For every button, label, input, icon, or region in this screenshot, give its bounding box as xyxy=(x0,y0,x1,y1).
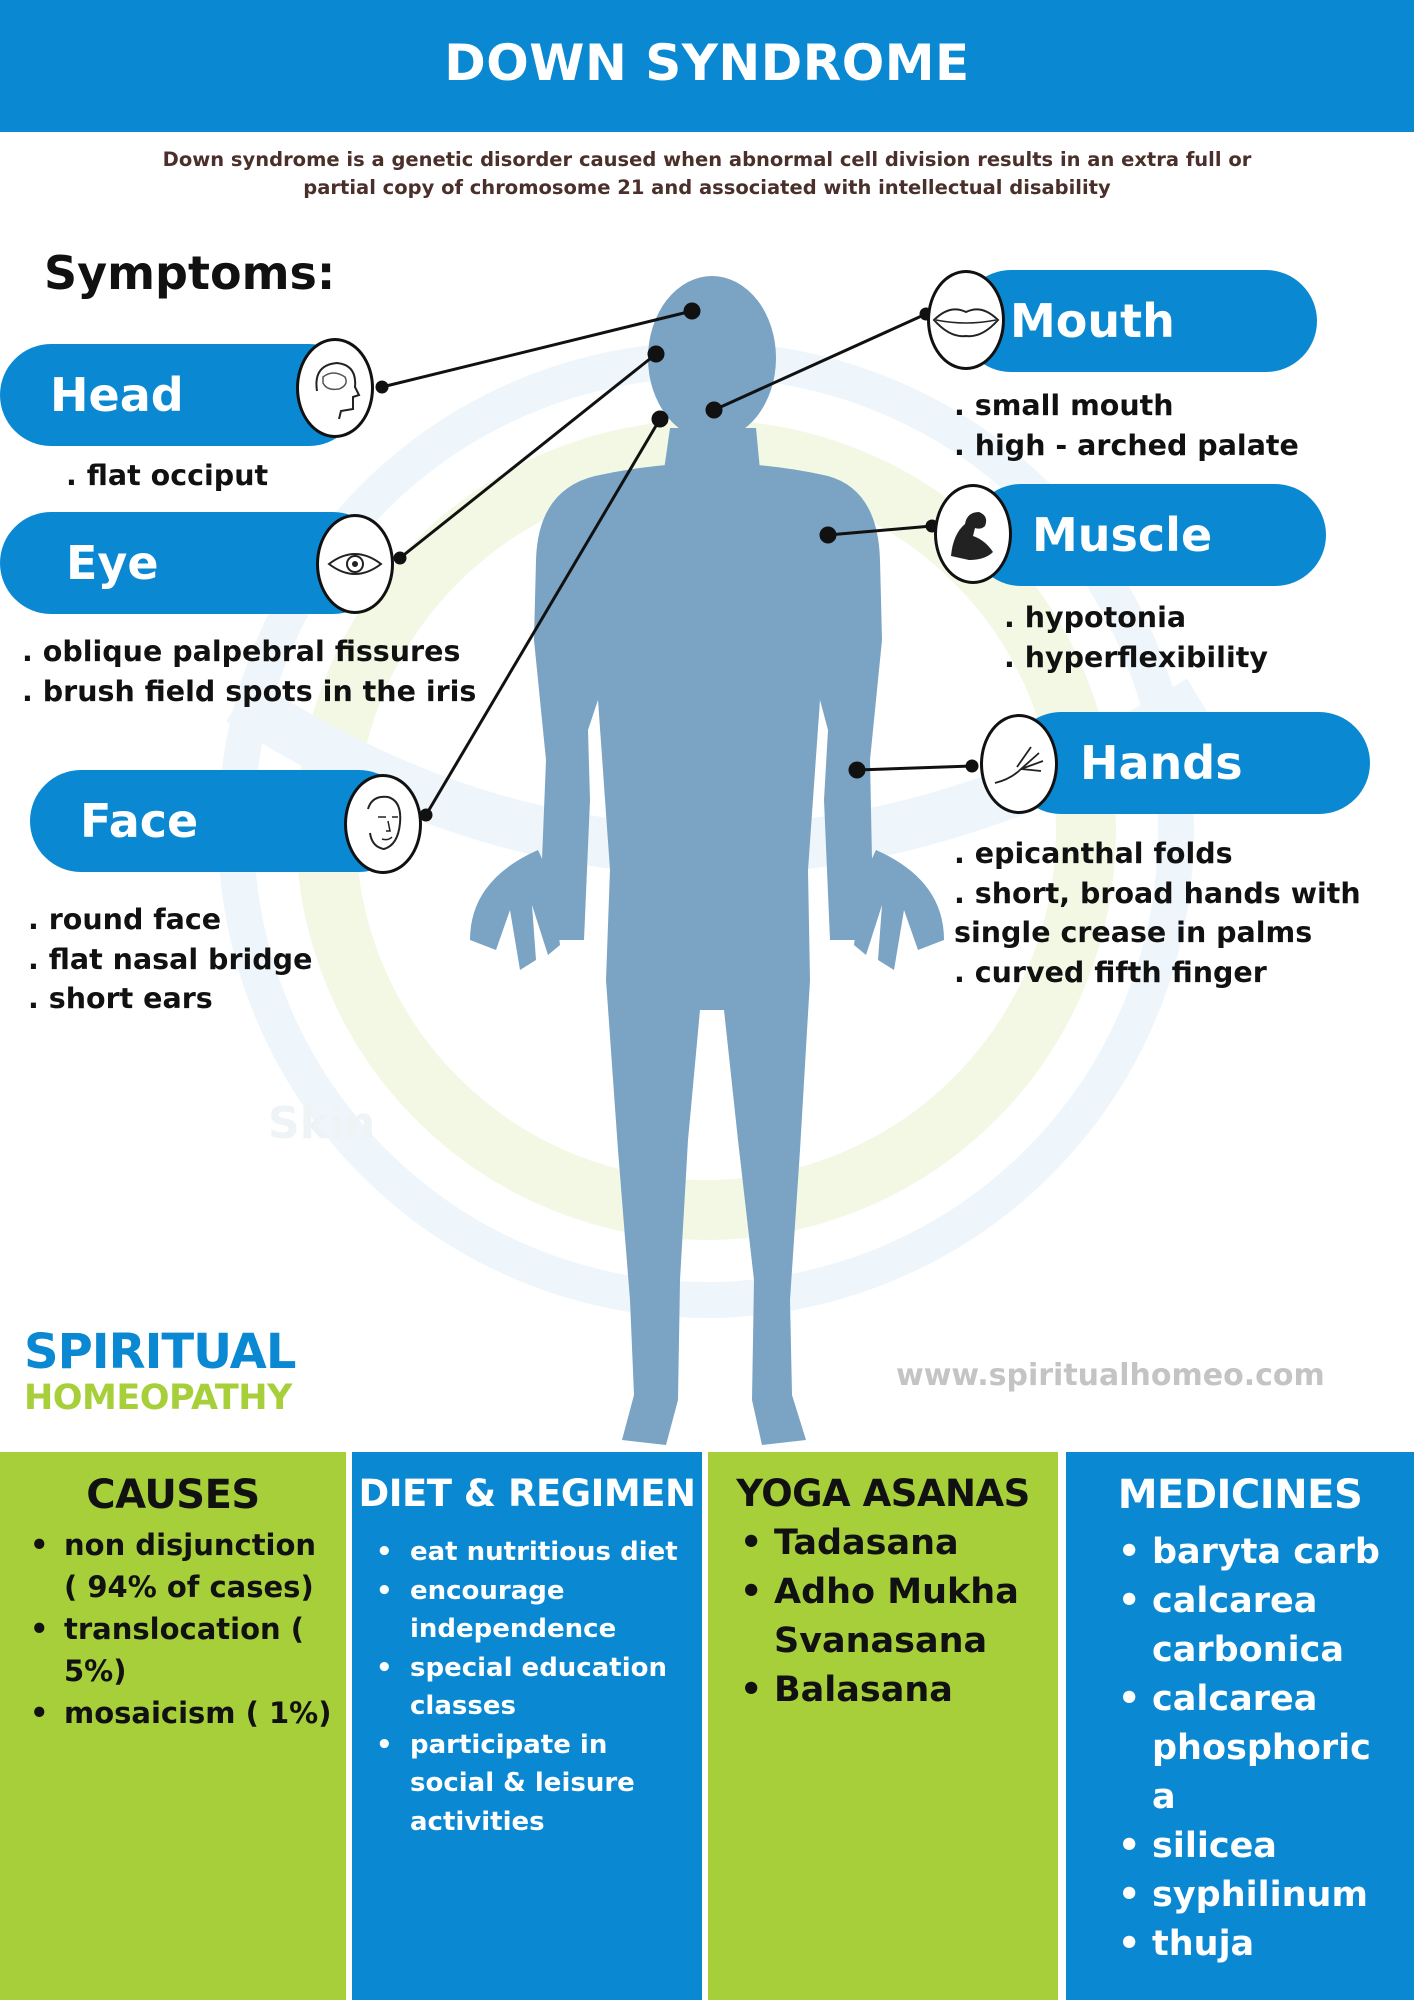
yoga-list: Tadasana Adho Mukha Svanasana Balasana xyxy=(708,1519,1058,1715)
face-icon xyxy=(344,774,422,874)
list-item: eat nutritious diet xyxy=(376,1533,682,1572)
list-item: non disjunction ( 94% of cases) xyxy=(30,1524,334,1608)
list-item: translocation ( 5%) xyxy=(30,1608,334,1692)
flexed-arm-icon xyxy=(934,484,1012,584)
causes-panel: CAUSES non disjunction ( 94% of cases) t… xyxy=(0,1452,346,2000)
list-item: single crease in palms xyxy=(954,916,1313,949)
list-item: Balasana xyxy=(740,1666,1048,1715)
list-item: participate in social & leisure activiti… xyxy=(376,1726,682,1842)
watermark-label: Skin xyxy=(268,1098,376,1149)
list-item: thuja xyxy=(1118,1920,1406,1969)
human-silhouette xyxy=(470,276,944,1445)
yoga-panel: YOGA ASANAS Tadasana Adho Mukha Svanasan… xyxy=(708,1452,1058,2000)
list-item: . hyperflexibility xyxy=(1004,640,1268,674)
list-item: encourage independence xyxy=(376,1572,682,1649)
list-item: . curved fifth finger xyxy=(954,955,1267,989)
list-item: . small mouth xyxy=(954,389,1174,422)
list-item: calcarea carbonica xyxy=(1118,1577,1406,1675)
list-item: . high - arched palate xyxy=(954,428,1299,462)
list-item: Tadasana xyxy=(740,1519,1048,1568)
intro-text: Down syndrome is a genetic disorder caus… xyxy=(162,148,1252,199)
title-banner: DOWN SYNDROME xyxy=(0,0,1414,132)
medicines-list: baryta carb calcarea carbonica calcarea … xyxy=(1066,1528,1414,1969)
muscle-label: Muscle xyxy=(1032,508,1213,562)
connector-lines xyxy=(375,302,979,822)
symptoms-heading: Symptoms: xyxy=(44,246,336,300)
hands-symptom-list: . epicanthal folds . short, broad hands … xyxy=(954,834,1361,992)
head-symptom-list: . flat occiput xyxy=(66,456,268,496)
eye-label: Eye xyxy=(66,536,159,590)
list-item: baryta carb xyxy=(1118,1528,1406,1577)
website-url: www.spiritualhomeo.com xyxy=(896,1358,1325,1393)
eye-icon xyxy=(316,514,394,614)
list-item: special education classes xyxy=(376,1649,682,1726)
eye-symptom-list: . oblique palpebral fissures . brush fie… xyxy=(22,632,476,711)
lips-icon xyxy=(927,270,1005,370)
list-item: Adho Mukha Svanasana xyxy=(740,1568,1048,1666)
diet-list: eat nutritious diet encourage independen… xyxy=(352,1533,702,1841)
brain-head-icon xyxy=(296,338,374,438)
head-label: Head xyxy=(50,368,184,422)
face-label: Face xyxy=(80,794,199,848)
brand-logo-line2: HOMEOPATHY xyxy=(24,1378,292,1418)
medicines-title: MEDICINES xyxy=(1117,1472,1363,1518)
face-symptom-list: . round face . flat nasal bridge . short… xyxy=(28,900,312,1019)
list-item: . hypotonia xyxy=(1004,601,1187,634)
list-item: . oblique palpebral fissures xyxy=(22,635,461,668)
causes-title: CAUSES xyxy=(86,1472,260,1518)
mouth-label-pill: Mouth xyxy=(960,270,1317,372)
brand-logo-line1: SPIRITUAL xyxy=(24,1324,296,1380)
list-item: mosaicism ( 1%) xyxy=(30,1692,334,1734)
hands-label: Hands xyxy=(1080,736,1243,790)
list-item: . flat occiput xyxy=(66,459,269,492)
muscle-label-pill: Muscle xyxy=(970,484,1326,586)
diet-panel: DIET & REGIMEN eat nutritious diet encou… xyxy=(352,1452,702,2000)
list-item: . round face xyxy=(28,903,222,936)
medicines-panel: MEDICINES baryta carb calcarea carbonica… xyxy=(1066,1452,1414,2000)
hand-icon xyxy=(980,714,1058,814)
muscle-symptom-list: . hypotonia . hyperflexibility xyxy=(1004,598,1268,677)
list-item: . epicanthal folds xyxy=(954,837,1233,870)
hands-label-pill: Hands xyxy=(1010,712,1370,814)
yoga-title: YOGA ASANAS xyxy=(736,1472,1030,1515)
list-item: . brush field spots in the iris xyxy=(22,674,477,708)
diet-title: DIET & REGIMEN xyxy=(358,1472,696,1515)
list-item: . flat nasal bridge xyxy=(28,942,313,976)
mouth-label: Mouth xyxy=(1010,294,1175,348)
list-item: syphilinum xyxy=(1118,1871,1406,1920)
page-title: DOWN SYNDROME xyxy=(444,34,970,92)
causes-list: non disjunction ( 94% of cases) transloc… xyxy=(0,1524,346,1734)
list-item: calcarea phosphoric a xyxy=(1118,1675,1406,1822)
list-item: silicea xyxy=(1118,1822,1406,1871)
mouth-symptom-list: . small mouth . high - arched palate xyxy=(954,386,1299,465)
list-item: . short ears xyxy=(28,982,213,1015)
list-item: . short, broad hands with xyxy=(954,876,1361,910)
